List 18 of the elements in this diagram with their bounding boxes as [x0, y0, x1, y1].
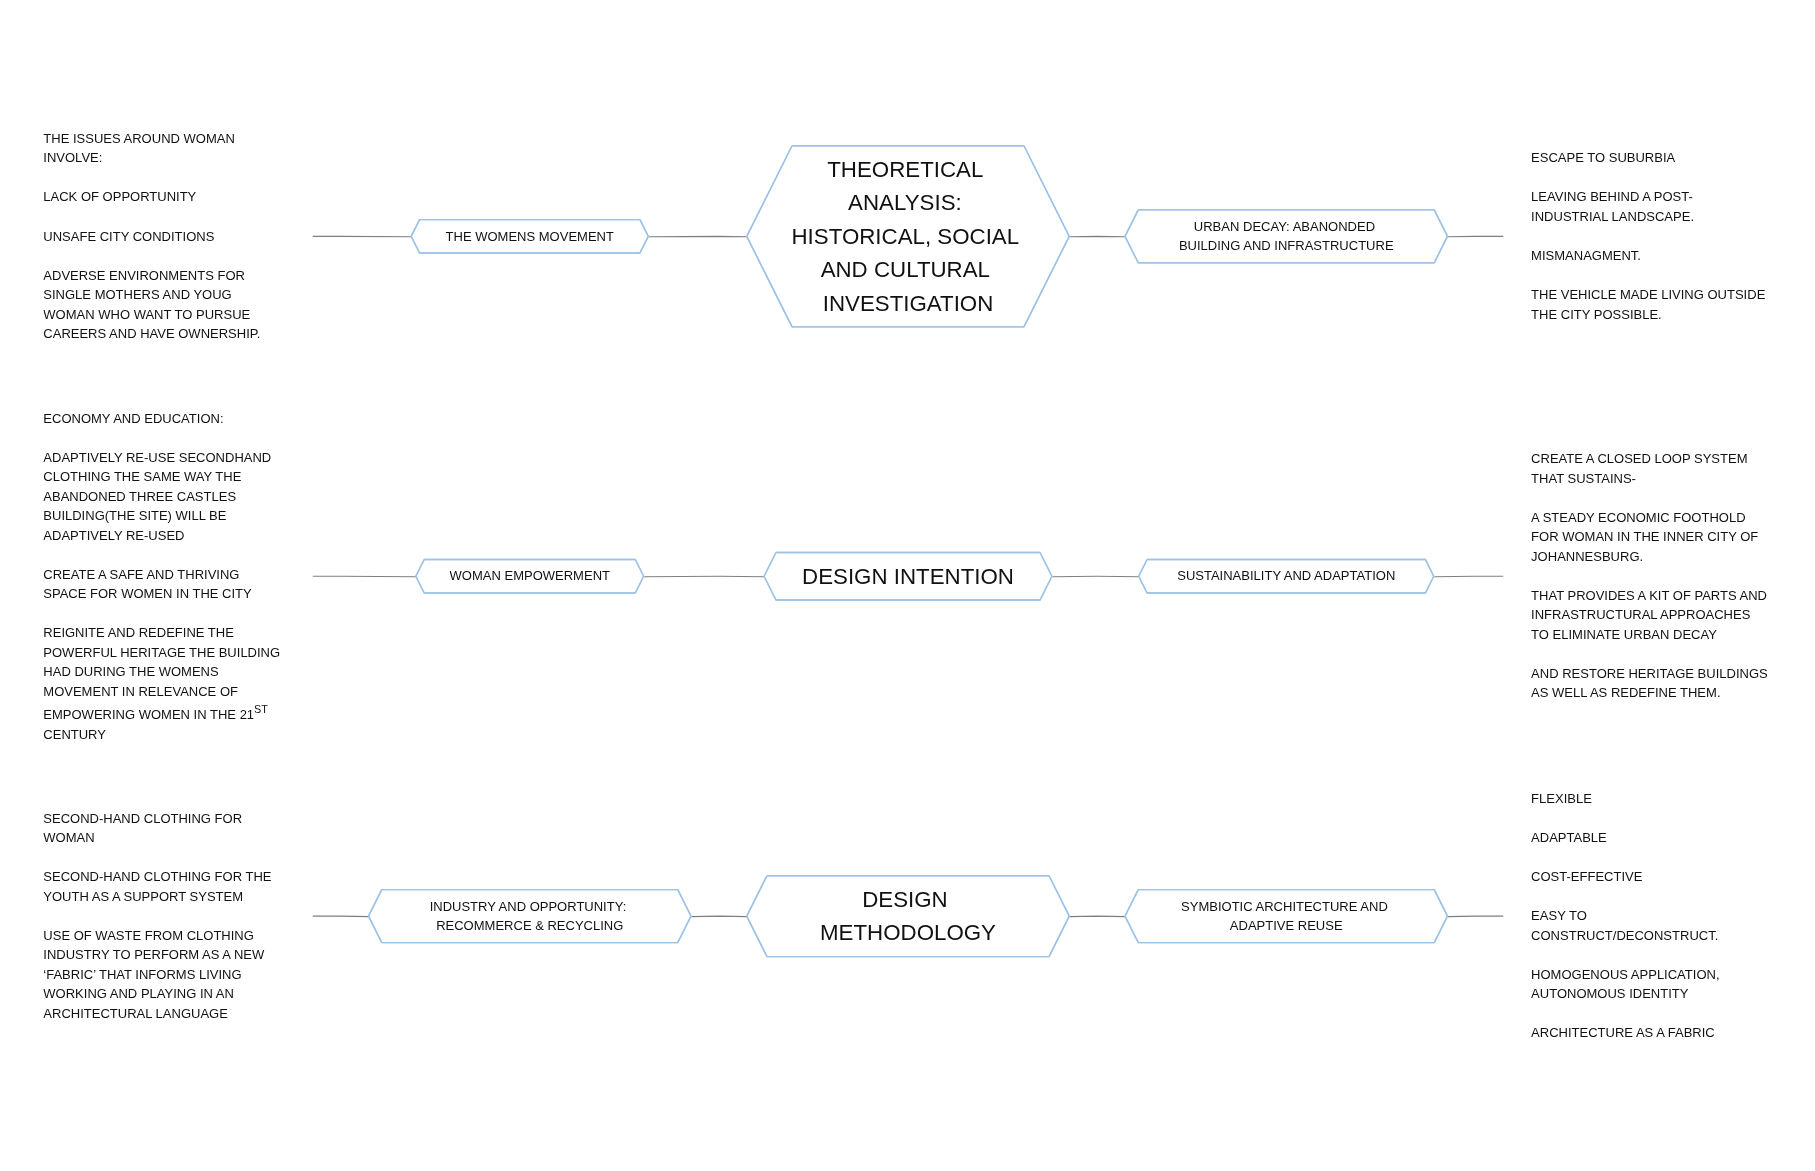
connector: [1446, 235, 1504, 237]
connector: [647, 235, 748, 237]
connector: [1068, 915, 1126, 917]
connector: [1051, 575, 1140, 577]
node-text: THE ISSUES AROUND WOMAN INVOLVE: LACK OF OPPORTUNITY UNSAFE CITY CONDITIONS ADVERSE ENVIRONMENTS FOR SINGLE MOTHERS AND YOUG WOMAN WHO WANT TO PURSUE CAREERS AND HAVE OWNERSHIP.: [42, 130, 260, 341]
node-text: ESCAPE TO SUBURBIA LEAVING BEHIND A POST-INDUSTRIAL LANDSCAPE. MISMANAGMENT. THE VEHICLE MADE LIVING OUTSIDE THE CITY POSSIBLE.: [1530, 149, 1765, 321]
connector: [311, 575, 417, 577]
connector: [311, 235, 412, 237]
connector: [643, 575, 765, 577]
connector: [311, 915, 370, 917]
node-text: FLEXIBLE ADAPTABLE COST-EFFECTIVE EASY TO CONSTRUCT/DECONSTRUCT. HOMOGENOUS APPLICATION, AUTONOMOUS IDENTITY ARCHITECTURE AS A FABRIC: [1530, 790, 1720, 1040]
node-text: SECOND-HAND CLOTHING FOR WOMAN SECOND-HAND CLOTHING FOR THE YOUTH AS A SUPPORT SYSTEM USE OF WASTE FROM CLOTHING INDUSTRY TO PERFORM AS A NEW ‘FABRIC’ THAT INFORMS LIVING WORKING AND PLAYING IN AN ARCHITECTURAL LANGUAGE: [42, 810, 271, 1021]
connector: [690, 915, 748, 917]
connector: [1068, 235, 1126, 237]
node-text: ECONOMY AND EDUCATION: ADAPTIVELY RE-USE SECONDHAND CLOTHING THE SAME WAY THE ABANDONED THREE CASTLES BUILDING(THE SITE) WILL BE ADAPTIVELY RE-USED CREATE A SAFE AND THRIVING SPACE FOR WOMEN IN THE CITY REIGNITE AND REDEFINE THE POWERFUL HERITAGE THE BUILDING HAD DURING THE WOMENS MOVEMENT IN RELEVANCE OF EMPOWERING WOMEN IN THE 21$^{ST}$ CENTURY: [42, 410, 280, 741]
connector: [1446, 915, 1504, 917]
connector: [1433, 575, 1504, 577]
node-text: CREATE A CLOSED LOOP SYSTEM THAT SUSTAINS- A STEADY ECONOMIC FOOTHOLD FOR WOMAN IN THE INNER CITY OF JOHANNESBURG. THAT PROVIDES A KIT OF PARTS AND INFRASTRUCTURAL APPROACHES TO ELIMINATE URBAN DECAY AND RESTORE HERITAGE BUILDINGS AS WELL AS REDEFINE THEM.: [1530, 450, 1768, 700]
